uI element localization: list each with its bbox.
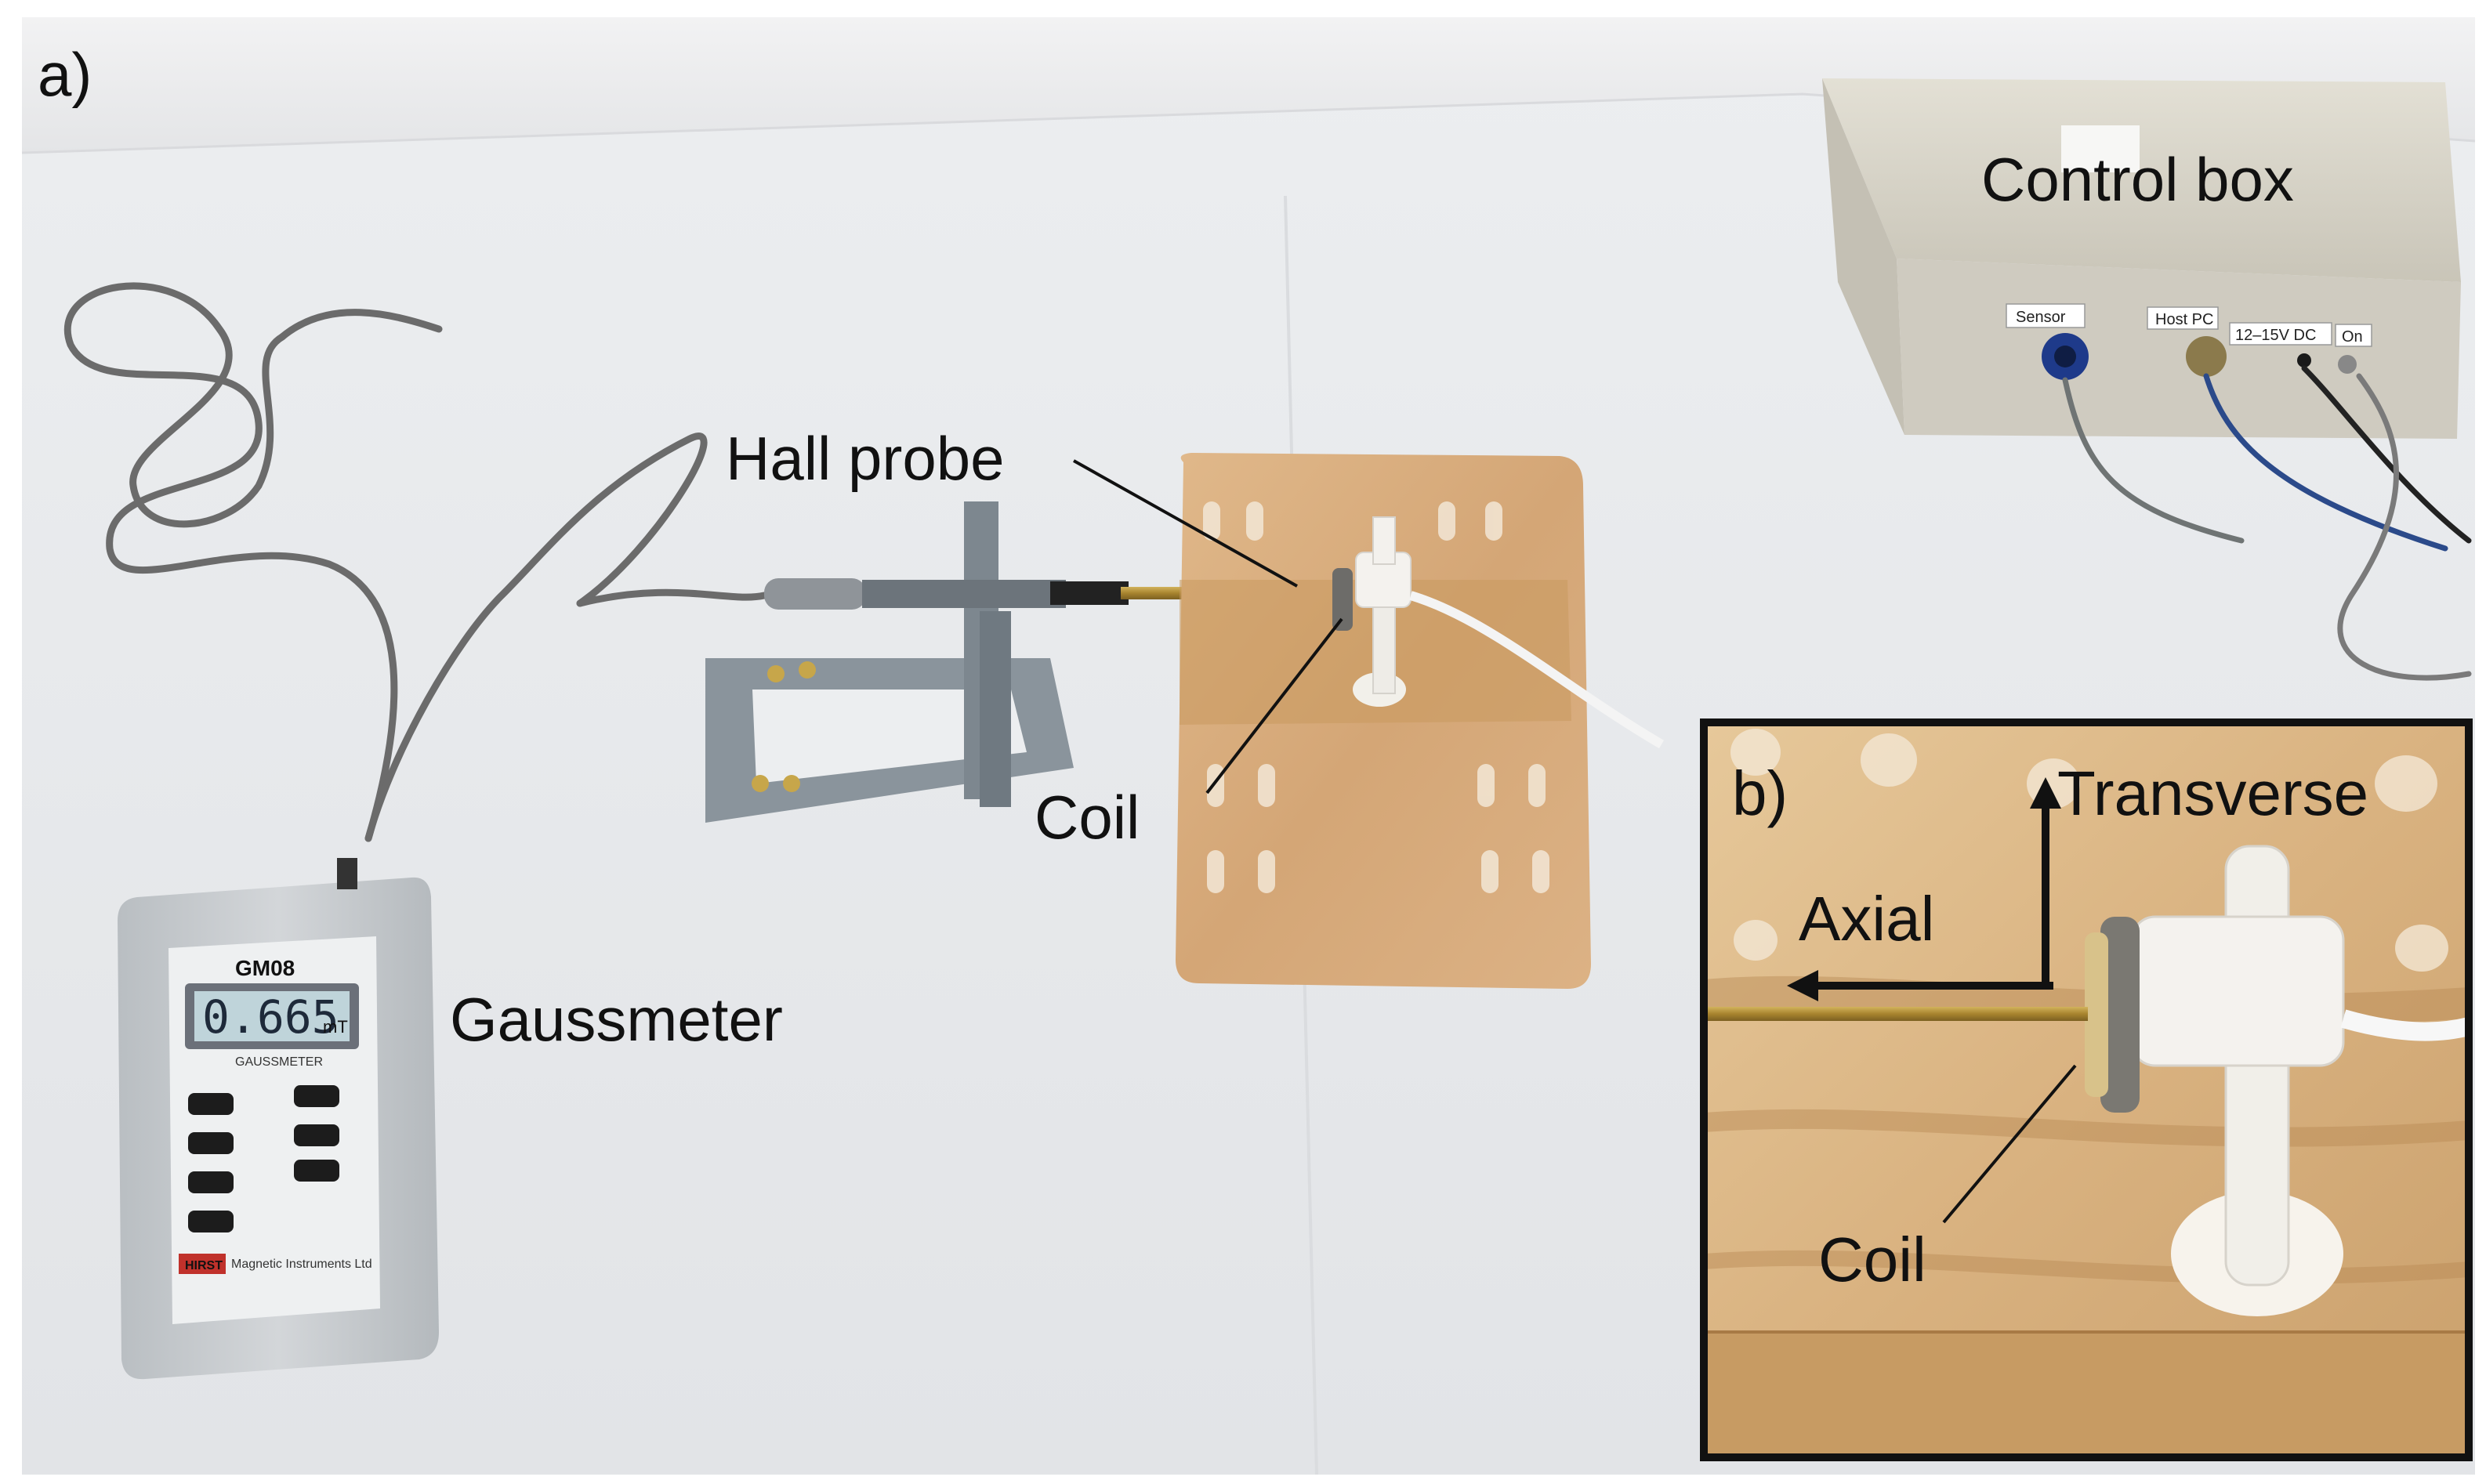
gaussmeter-reading: 0.665 (202, 990, 339, 1044)
inset-coil-leader (1942, 1064, 2077, 1224)
gaussmeter: GM08 0.665 mT GAUSSMETER HIRST Magnetic … (118, 858, 439, 1380)
transverse-label: Transverse (2057, 758, 2368, 828)
inset-border (1700, 718, 2473, 1461)
inset-coil-label: Coil (1818, 1225, 1926, 1294)
coil-assembly (1332, 516, 1665, 749)
axis-arrows (1787, 777, 2061, 1001)
coil-label: Coil (1035, 783, 1140, 852)
port-label-host-pc: Host PC (2155, 311, 2213, 328)
panel-label-a: a) (38, 40, 92, 109)
inset-panel-b (1704, 722, 2471, 1457)
control-box: Sensor Host PC 12–15V DC On (1822, 78, 2472, 681)
gaussmeter-maker-tagline: Magnetic Instruments Ltd (231, 1258, 372, 1271)
gaussmeter-label: Gaussmeter (450, 985, 783, 1054)
leader-lines (1073, 459, 1343, 794)
port-label-sensor: Sensor (2016, 309, 2066, 326)
hall-probe-label: Hall probe (726, 424, 1005, 493)
gaussmeter-maker: HIRST (185, 1259, 223, 1272)
gaussmeter-unit: mT (323, 1017, 348, 1037)
gaussmeter-brand: GM08 (235, 956, 295, 980)
control-box-label: Control box (1981, 145, 2294, 214)
probe-stand (705, 501, 1074, 823)
gaussmeter-cable (64, 282, 768, 842)
port-label-power: 12–15V DC (2235, 327, 2316, 344)
gaussmeter-model: GAUSSMETER (235, 1055, 323, 1069)
panel-label-b: b) (1732, 758, 1788, 828)
port-label-on: On (2342, 328, 2363, 346)
axial-label: Axial (1799, 884, 1934, 954)
